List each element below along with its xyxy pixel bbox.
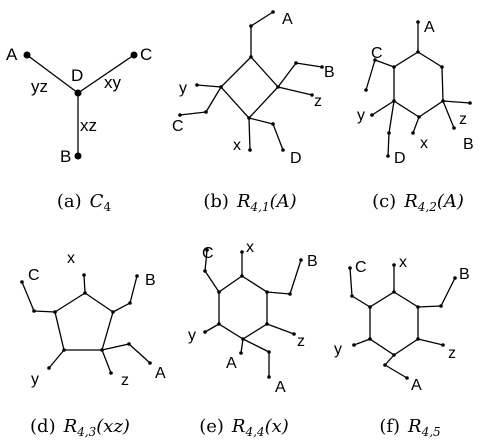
caption-b-math: R	[236, 191, 251, 212]
panel-b-graph	[178, 10, 324, 152]
label-A: A	[424, 19, 435, 36]
panel-f-graph	[348, 263, 457, 380]
caption-e-sub: 4,4	[244, 425, 264, 439]
label-z: z	[459, 111, 467, 128]
label-y: y	[334, 341, 342, 358]
edge-xy-label: xy	[104, 73, 122, 92]
panel-e-nodes	[203, 248, 303, 379]
label-B: B	[145, 272, 156, 289]
caption-b-prefix: (b)	[203, 191, 229, 212]
caption-d-prefix: (d)	[30, 416, 56, 437]
label-D: D	[290, 150, 302, 167]
panel-e: C x B y z A A (e) R4,4(x)	[188, 239, 318, 439]
node-B-dot	[74, 152, 82, 160]
caption-b-arg: (A)	[270, 191, 297, 212]
node-D-dot	[74, 89, 82, 97]
caption-c-sub: 4,2	[417, 200, 437, 214]
label-y: y	[357, 107, 365, 124]
caption-c-prefix: (c)	[372, 191, 396, 212]
label-z: z	[448, 345, 456, 362]
caption-d-sub: 4,3	[76, 425, 96, 439]
caption-a-math: C	[90, 191, 104, 212]
edge-xz-label: xz	[80, 116, 97, 135]
label-A: A	[155, 365, 166, 382]
caption-f-prefix: (f)	[379, 416, 400, 437]
label-B: B	[324, 64, 335, 81]
label-C: C	[371, 45, 383, 62]
panel-d-nodes	[20, 273, 152, 375]
label-C: C	[172, 118, 184, 135]
label-A-upper: A	[226, 355, 237, 372]
label-A: A	[282, 11, 293, 28]
label-C: C	[355, 259, 367, 276]
label-C: C	[28, 267, 40, 284]
label-B: B	[307, 253, 318, 270]
caption-e-arg: (x)	[265, 416, 289, 437]
panel-b-nodes	[178, 10, 324, 152]
panel-d: C x B y z A (d) R4,3(xz)	[20, 250, 166, 439]
node-A-label: A	[6, 45, 18, 64]
panel-d-graph	[20, 273, 152, 375]
caption-f: (f) R4,5	[379, 416, 440, 439]
caption-e-math: R	[231, 416, 246, 437]
panel-c: A C y z B x D (c) R4,2(A)	[357, 19, 474, 214]
label-z: z	[297, 333, 305, 350]
label-y: y	[31, 371, 39, 388]
edge-yz-label: yz	[31, 77, 48, 96]
caption-d: (d) R4,3(xz)	[30, 416, 130, 439]
caption-c-math: R	[403, 191, 418, 212]
node-B-label: B	[60, 147, 71, 166]
caption-d-arg: (xz)	[96, 416, 130, 437]
caption-e-prefix: (e)	[199, 416, 224, 437]
caption-e: (e) R4,4(x)	[199, 416, 289, 439]
label-A: A	[411, 377, 422, 394]
label-y: y	[179, 80, 187, 97]
label-C: C	[202, 245, 214, 262]
node-C-label: C	[140, 45, 152, 64]
caption-f-math: R	[407, 416, 422, 437]
caption-a-prefix: (a)	[57, 191, 82, 212]
panel-a-graph	[23, 51, 138, 160]
label-x: x	[399, 254, 407, 271]
label-y: y	[188, 327, 196, 344]
caption-a-sub: 4	[103, 200, 111, 214]
caption-b: (b) R4,1(A)	[203, 191, 296, 214]
label-B: B	[459, 266, 470, 283]
panel-a: A C D B yz xy xz (a)C4	[6, 45, 152, 214]
node-C-dot	[130, 51, 138, 59]
label-x: x	[420, 135, 428, 152]
panel-c-graph	[364, 20, 472, 158]
label-x: x	[67, 250, 75, 267]
panel-b: A B z D x C y (b) R4,1(A)	[172, 10, 335, 214]
panel-f: C x B y z A (f) R4,5	[334, 254, 470, 439]
label-x: x	[246, 239, 254, 256]
caption-f-sub: 4,5	[421, 425, 441, 439]
panel-e-graph	[203, 248, 303, 379]
node-A-dot	[23, 51, 31, 59]
label-z: z	[314, 93, 322, 110]
caption-b-sub: 4,1	[250, 200, 270, 214]
caption-c: (c) R4,2(A)	[372, 191, 464, 214]
node-D-label: D	[71, 66, 83, 85]
panel-f-nodes	[348, 263, 457, 380]
label-x: x	[233, 137, 241, 154]
caption-c-arg: (A)	[437, 191, 464, 212]
panel-c-nodes	[364, 20, 472, 158]
label-D: D	[394, 150, 406, 167]
label-z: z	[121, 372, 129, 389]
caption-d-math: R	[63, 416, 78, 437]
label-B: B	[463, 136, 474, 153]
label-A-lower: A	[275, 379, 286, 396]
caption-a: (a) C4	[57, 191, 112, 214]
